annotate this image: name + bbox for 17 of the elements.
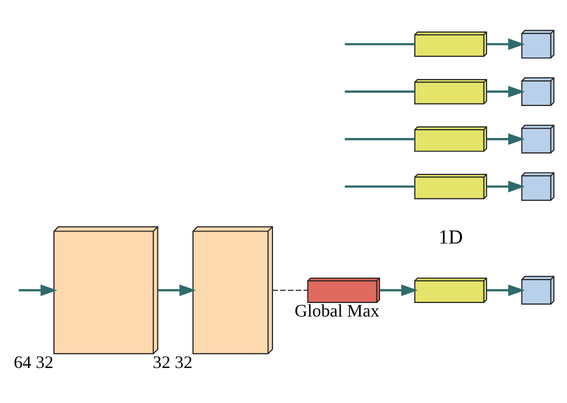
arrow <box>380 284 418 296</box>
connector <box>272 289 308 290</box>
node-label: Global Max <box>294 300 380 320</box>
arrow <box>486 85 525 97</box>
arrow <box>158 284 196 296</box>
connector <box>344 42 415 45</box>
arrow <box>18 284 58 296</box>
node-label: 32 32 <box>152 351 192 372</box>
arrow <box>486 38 525 50</box>
label: 1D <box>438 226 463 248</box>
connector <box>344 184 415 188</box>
arrow <box>486 132 525 144</box>
arrow <box>486 284 525 296</box>
node-label: 64 32 <box>14 351 54 372</box>
connector <box>344 90 415 92</box>
connector <box>344 138 415 140</box>
arrow <box>486 180 525 192</box>
